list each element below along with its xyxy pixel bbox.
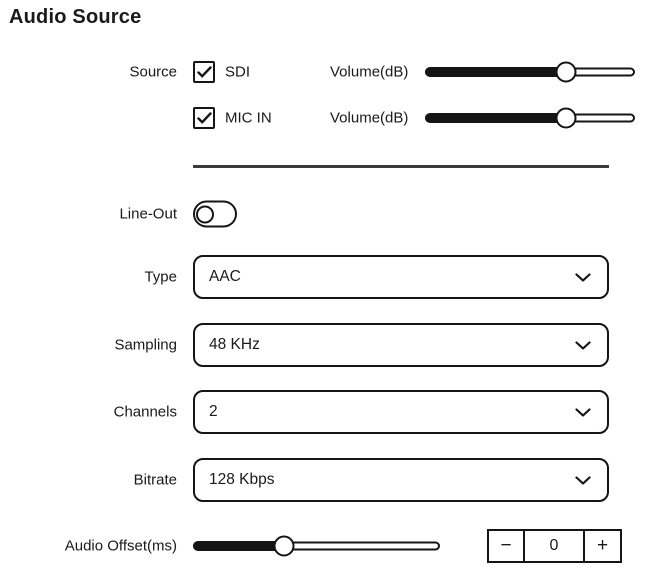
- chevron-down-icon: [575, 407, 591, 417]
- sdi-checkbox-label: SDI: [225, 63, 251, 81]
- toggle-knob: [196, 205, 214, 223]
- audio-offset-value: 0: [549, 537, 559, 554]
- audio-offset-row: Audio Offset(ms) − 0 +: [0, 524, 656, 568]
- sampling-dropdown[interactable]: 48 KHz: [193, 323, 609, 367]
- chevron-down-icon: [575, 340, 591, 350]
- slider-fill: [425, 67, 566, 77]
- checkmark-icon: [196, 65, 212, 78]
- mic-in-checkbox[interactable]: [193, 107, 215, 129]
- sampling-label: Sampling: [114, 336, 177, 354]
- bitrate-dropdown-value: 128 Kbps: [209, 471, 275, 488]
- checkmark-icon: [196, 111, 212, 124]
- slider-fill: [193, 541, 285, 551]
- type-row: Type AAC: [0, 255, 656, 299]
- bitrate-row: Bitrate 128 Kbps: [0, 458, 656, 502]
- source-label: Source: [129, 63, 177, 81]
- sdi-volume-label: Volume(dB): [330, 63, 409, 81]
- channels-label: Channels: [113, 403, 177, 421]
- channels-row: Channels 2: [0, 390, 656, 434]
- decrease-button[interactable]: −: [489, 531, 525, 561]
- bitrate-dropdown[interactable]: 128 Kbps: [193, 458, 609, 502]
- audio-offset-label: Audio Offset(ms): [64, 537, 177, 555]
- source-row-sdi: Source SDI Volume(dB): [0, 50, 656, 94]
- audio-offset-slider[interactable]: [193, 535, 440, 557]
- channels-dropdown[interactable]: 2: [193, 390, 609, 434]
- type-label: Type: [144, 268, 177, 286]
- increase-button[interactable]: +: [583, 531, 620, 561]
- source-row-mic: MIC IN Volume(dB): [0, 96, 656, 140]
- line-out-toggle[interactable]: [193, 200, 237, 228]
- audio-offset-stepper: − 0 +: [487, 529, 622, 563]
- slider-thumb[interactable]: [273, 535, 295, 557]
- slider-thumb[interactable]: [555, 61, 577, 83]
- line-out-label: Line-Out: [119, 205, 177, 223]
- page-title: Audio Source: [9, 6, 142, 28]
- sampling-dropdown-value: 48 KHz: [209, 336, 260, 353]
- sampling-row: Sampling 48 KHz: [0, 323, 656, 367]
- type-dropdown-value: AAC: [209, 268, 241, 285]
- mic-in-checkbox-label: MIC IN: [225, 109, 272, 127]
- line-out-row: Line-Out: [0, 192, 656, 236]
- slider-thumb[interactable]: [555, 107, 577, 129]
- mic-in-volume-slider[interactable]: [425, 107, 635, 129]
- section-divider: [193, 165, 609, 168]
- mic-in-volume-label: Volume(dB): [330, 109, 409, 127]
- type-dropdown[interactable]: AAC: [193, 255, 609, 299]
- slider-fill: [425, 113, 566, 123]
- channels-dropdown-value: 2: [209, 403, 218, 420]
- sdi-checkbox[interactable]: [193, 61, 215, 83]
- sdi-volume-slider[interactable]: [425, 61, 635, 83]
- bitrate-label: Bitrate: [133, 471, 177, 489]
- chevron-down-icon: [575, 272, 591, 282]
- chevron-down-icon: [575, 475, 591, 485]
